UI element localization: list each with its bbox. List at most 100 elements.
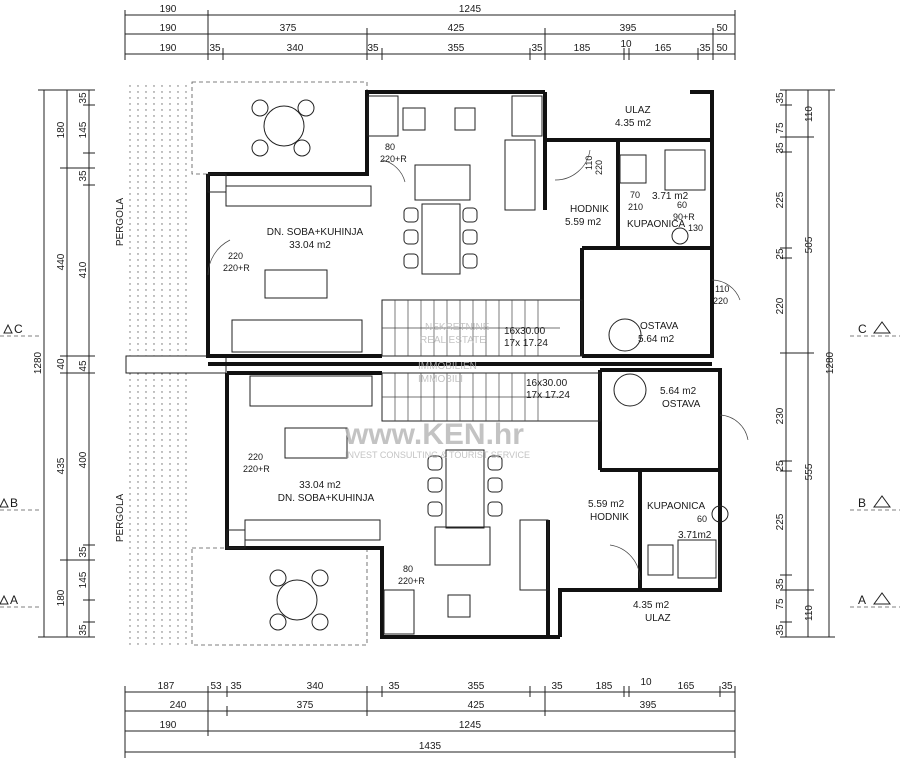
- dim-bottom-14: 425: [468, 700, 485, 711]
- entry-top-name: ULAZ: [625, 105, 651, 116]
- dim-bottom-17: 1245: [459, 720, 482, 731]
- dim-top-17: 35: [699, 43, 711, 54]
- dim-bottom-1: 187: [158, 681, 175, 692]
- section-markers: C C B B A A: [0, 321, 900, 608]
- door-tag-14: 80: [403, 564, 413, 574]
- door-tag-11: 130: [688, 223, 703, 233]
- door-tag-7: 70: [630, 190, 640, 200]
- dim-top-4: 375: [280, 23, 297, 34]
- door-tag-6: 220: [594, 160, 604, 175]
- building-walls: [206, 90, 722, 639]
- door-tag-1: 80: [385, 142, 395, 152]
- watermark-tagline: INVEST CONSULTING & TOURIST SERVICE: [345, 450, 530, 460]
- dim-right-5: 35: [775, 92, 786, 104]
- door-tag-9: 60: [677, 200, 687, 210]
- furniture-top: [225, 99, 706, 353]
- dim-bottom-6: 355: [468, 681, 485, 692]
- living-top-name: DN. SOBA+KUHINJA: [267, 227, 364, 238]
- dim-right-3: 555: [804, 463, 815, 480]
- pergola-label-bottom: PERGOLA: [115, 494, 126, 543]
- watermark-line-1: NEKRETNINE: [425, 322, 490, 333]
- living-bottom-name: DN. SOBA+KUHINJA: [278, 493, 375, 504]
- storage-bottom-area: 5.64 m2: [660, 386, 697, 397]
- door-tag-12: 110: [715, 284, 729, 294]
- dim-right-1: 110: [804, 106, 815, 122]
- dim-left-3: 40: [56, 358, 67, 370]
- dim-right-10: 220: [775, 297, 786, 314]
- dim-left-13: 145: [78, 571, 89, 588]
- dim-bottom-5: 35: [388, 681, 400, 692]
- section-b-left: B: [10, 496, 18, 510]
- section-a-right: A: [858, 593, 866, 607]
- dim-left-8: 35: [78, 170, 89, 182]
- stairs: 16x30.00 17x 17.24 16x30.00 17x 17.24: [381, 299, 601, 422]
- dim-bottom-13: 375: [297, 700, 314, 711]
- storage-top-area: 5.64 m2: [638, 334, 675, 345]
- watermark-line-3: IMMOBILIEN: [418, 361, 477, 372]
- dim-left-6: 35: [78, 92, 89, 104]
- dim-left-11: 400: [78, 451, 89, 468]
- storage-bottom-name: OSTAVA: [662, 399, 701, 410]
- dim-right-8: 225: [775, 191, 786, 208]
- dim-bottom-2: 53: [210, 681, 222, 692]
- dim-right-9: 25: [775, 248, 786, 260]
- entry-top-area: 4.35 m2: [615, 118, 652, 129]
- door-tag-3: 220: [228, 251, 243, 261]
- section-c-right: C: [858, 322, 867, 336]
- dim-top-11: 35: [367, 43, 379, 54]
- dim-top-7: 50: [716, 23, 728, 34]
- stairs-bottom-2: 17x 17.24: [526, 390, 570, 401]
- dim-left-4: 435: [56, 457, 67, 474]
- top-dimensions: 190 1245 190 375 425 395 50 190 35 340 3…: [124, 4, 736, 60]
- stairs-bottom-1: 16x30.00: [526, 378, 568, 389]
- furniture-bottom: [244, 373, 729, 631]
- dim-left-1: 180: [56, 121, 67, 138]
- dim-right-total: 1280: [825, 351, 836, 374]
- dim-left-9: 410: [78, 261, 89, 278]
- dim-bottom-16: 190: [160, 720, 177, 731]
- dim-right-4: 110: [804, 605, 815, 621]
- left-dimensions: 1280 180 440 40 435 180 35 145 35 410 45…: [33, 89, 95, 638]
- door-tag-4: 220+R: [223, 263, 250, 273]
- dim-bottom-7: 35: [551, 681, 563, 692]
- dim-left-total: 1280: [33, 351, 44, 374]
- right-dimensions: 1280 110 505 555 110 35 75 35 225 25 220…: [775, 89, 836, 638]
- stairs-top-1: 16x30.00: [504, 326, 546, 337]
- dim-right-13: 225: [775, 513, 786, 530]
- dim-bottom-9: 10: [640, 677, 652, 688]
- dim-top-14: 185: [574, 43, 591, 54]
- dim-top-2: 1245: [459, 4, 482, 15]
- dim-right-16: 35: [775, 624, 786, 636]
- pergola-label-top: PERGOLA: [115, 198, 126, 247]
- dim-bottom-10: 165: [678, 681, 695, 692]
- dim-left-10: 45: [78, 360, 89, 372]
- dim-top-13: 35: [531, 43, 543, 54]
- entry-bottom-area: 4.35 m2: [633, 600, 670, 611]
- door-tag-10: 90+R: [673, 212, 695, 222]
- dim-top-6: 395: [620, 23, 637, 34]
- dim-bottom-12: 240: [170, 700, 187, 711]
- dim-right-14: 35: [775, 578, 786, 590]
- hall-bottom-area: 5.59 m2: [588, 499, 625, 510]
- dim-right-12: 25: [775, 460, 786, 472]
- hall-bottom-name: HODNIK: [590, 512, 629, 523]
- dim-top-12: 355: [448, 43, 465, 54]
- storage-top-name: OSTAVA: [640, 321, 679, 332]
- dim-top-3: 190: [160, 23, 177, 34]
- door-tag-17: 220+R: [243, 464, 270, 474]
- bath-top-name: KUPAONICA: [627, 219, 685, 230]
- bottom-dimensions: 187 53 35 340 35 355 35 185 10 165 35 24…: [124, 677, 736, 758]
- section-a-left: A: [10, 593, 18, 607]
- watermark-brand: www.KEN.hr: [344, 418, 524, 451]
- dim-right-11: 230: [775, 407, 786, 424]
- dim-top-16: 165: [655, 43, 672, 54]
- dim-left-7: 145: [78, 121, 89, 138]
- hall-top-name: HODNIK: [570, 204, 609, 215]
- dim-right-2: 505: [804, 236, 815, 253]
- bath-bottom-name: KUPAONICA: [647, 501, 705, 512]
- door-tag-5: 110: [584, 156, 594, 170]
- dim-top-5: 425: [448, 23, 465, 34]
- dim-top-1: 190: [160, 4, 177, 15]
- section-c-left: C: [14, 322, 23, 336]
